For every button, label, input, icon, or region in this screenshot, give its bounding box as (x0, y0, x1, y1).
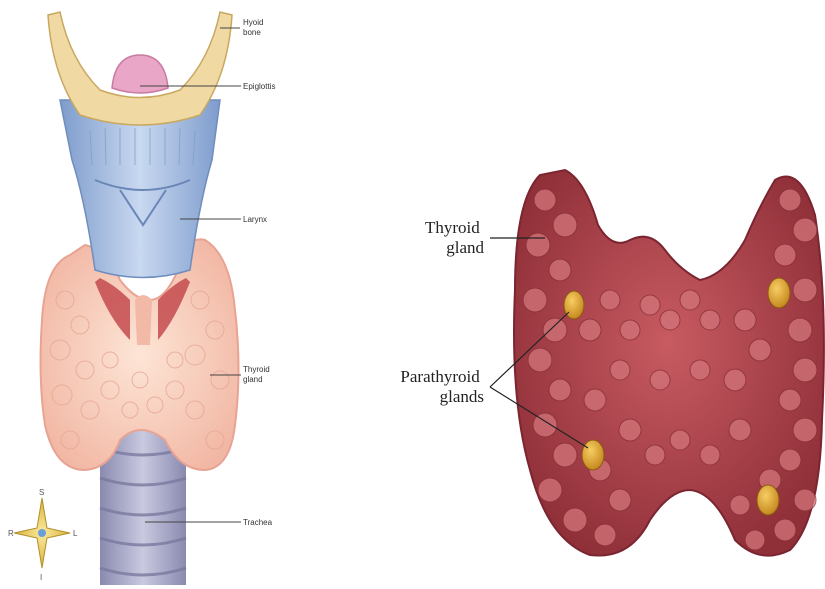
compass-right: R (8, 529, 14, 538)
hyoid-label: Hyoid bone (243, 18, 266, 37)
left-thyroid-label: Thyroid gland (243, 365, 272, 384)
compass-inferior: I (40, 573, 42, 582)
epiglottis-label: Epiglottis (243, 82, 275, 91)
parathyroid-gland-lower-right (582, 440, 604, 470)
parathyroid-gland-upper-right (564, 291, 584, 319)
compass-left: L (73, 529, 78, 538)
larynx-label: Larynx (243, 215, 267, 224)
trachea-label: Trachea (243, 518, 273, 527)
orientation-compass: S I R L (8, 488, 78, 582)
parathyroid-label: Parathyroid glands (400, 367, 484, 406)
left-anatomy-illustration: Hyoid bone Epiglottis Larynx Thyroid gla… (8, 12, 275, 585)
compass-superior: S (39, 488, 44, 497)
epiglottis (112, 55, 168, 93)
parathyroid-gland-upper-left (768, 278, 790, 308)
right-thyroid-label: Thyroid gland (425, 218, 485, 257)
parathyroid-gland-lower-left (757, 485, 779, 515)
right-thyroid-illustration: Thyroid gland Parathyroid glands (400, 170, 823, 556)
